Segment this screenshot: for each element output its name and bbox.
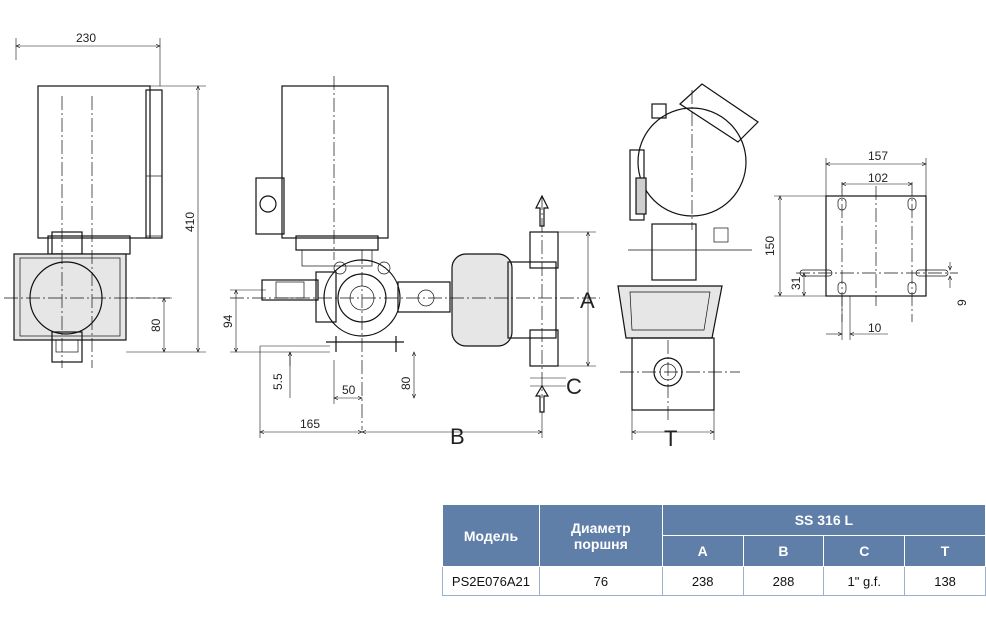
technical-drawing: 230 410 80: [4, 31, 969, 451]
cell-c: 1" g.f.: [823, 566, 906, 596]
dim-157: 157: [868, 149, 888, 163]
dim-230: 230: [76, 31, 96, 45]
th-b: B: [742, 535, 825, 567]
dim-b: B: [450, 424, 465, 449]
th-a: A: [661, 535, 744, 567]
dim-50: 50: [342, 383, 356, 397]
side-view-right: T: [617, 83, 759, 451]
dim-150: 150: [763, 236, 777, 256]
cell-t: 138: [904, 566, 986, 596]
cell-b: 288: [743, 566, 825, 596]
dim-80-left: 80: [149, 318, 163, 332]
dim-31: 31: [789, 276, 803, 290]
dim-c: C: [566, 374, 582, 399]
dim-80-mid: 80: [399, 376, 413, 390]
table-row: PS2E076A21 76 238 288 1" g.f. 138: [442, 566, 986, 596]
dim-9: 9: [955, 299, 969, 306]
dim-165: 165: [300, 417, 320, 431]
th-t: T: [904, 535, 986, 567]
cell-model: PS2E076A21: [442, 566, 540, 596]
dim-102: 102: [868, 171, 888, 185]
base-plate-view: 157 102 150 31 9 10: [763, 149, 969, 340]
side-view-left: 230 410 80: [4, 31, 206, 368]
dim-10: 10: [868, 321, 882, 335]
dim-t: T: [664, 426, 677, 451]
dim-5-5: 5.5: [271, 373, 285, 390]
cell-piston: 76: [539, 566, 663, 596]
th-piston: Диаметр поршня: [538, 504, 663, 567]
front-view: 94 5.5 50 80 165 B A C: [221, 76, 600, 449]
th-c: C: [823, 535, 906, 567]
cell-a: 238: [662, 566, 744, 596]
dim-410: 410: [183, 212, 197, 232]
dim-a: A: [580, 288, 595, 313]
spec-table: Модель Диаметр поршня SS 316 L A B C T P…: [442, 504, 986, 596]
th-material: SS 316 L: [661, 504, 986, 536]
dim-94: 94: [221, 314, 235, 328]
th-model: Модель: [442, 504, 540, 567]
